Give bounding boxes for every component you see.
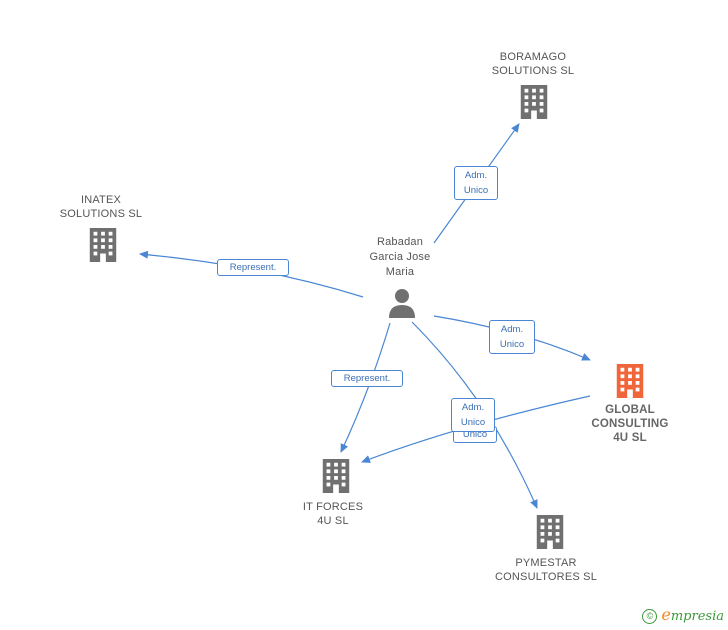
node-label-person[interactable]: Rabadan Garcia Jose Maria [369,236,431,278]
node-label-pymestar[interactable]: PYMESTAR CONSULTORES SL [494,557,598,583]
building-icon-itforces [322,459,350,493]
edge-person-itforces [340,322,391,453]
building-icon-inatex [89,228,117,262]
edge-label-adm-unico-pymestar: Adm. Unico [451,398,495,432]
edge-label-adm-unico-global: Adm. Unico [489,320,535,354]
empresia-logo[interactable]: ©empresia [642,605,724,624]
building-icon-pymestar [536,515,564,549]
brand-e: e [661,604,671,624]
brand-name: mpresia [670,609,724,624]
building-icon-global [616,364,644,398]
person-icon [389,289,415,318]
node-label-global[interactable]: GLOBAL CONSULTING 4U SL [591,404,669,444]
edge-label-represent-inatex: Represent. [217,259,289,276]
node-label-boramago[interactable]: BORAMAGO SOLUTIONS SL [491,51,575,77]
copyright-icon: © [642,609,658,624]
node-label-inatex[interactable]: INATEX SOLUTIONS SL [59,194,143,220]
node-label-itforces[interactable]: IT FORCES 4U SL [302,501,364,527]
building-icon-boramago [520,85,548,119]
edge-label-adm-unico-boramago: Adm. Unico [454,166,498,200]
edge-label-represent-itforces: Represent. [331,370,403,387]
